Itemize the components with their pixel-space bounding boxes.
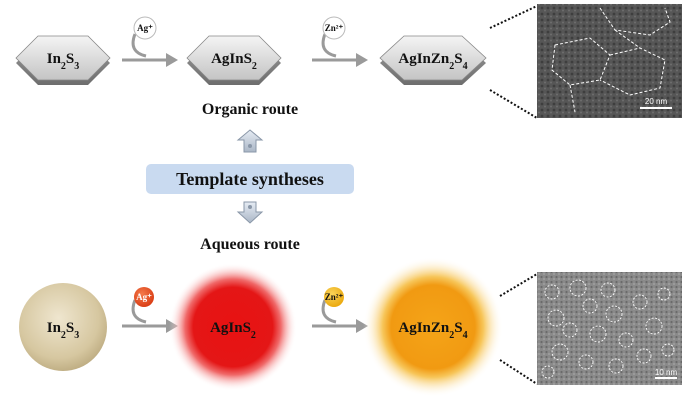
arrow-ag-organic: Ag⁺ <box>122 16 178 67</box>
sphere-agins2-label: AgInS2 <box>210 320 256 341</box>
hexagon-aginzn2s4-label: AgInZn2S4 <box>398 51 467 72</box>
hexagon-aginzn2s4: AgInZn2S4 <box>379 35 487 85</box>
zn-ion-sphere-icon <box>324 287 344 307</box>
organic-route-label: Organic route <box>202 101 298 118</box>
arrow-zn-aqueous: Zn²⁺ <box>312 287 368 333</box>
up-arrow-icon <box>236 129 264 153</box>
down-arrow-icon <box>236 201 264 224</box>
arrow-zn-organic: Zn²⁺ <box>312 16 368 67</box>
sphere-agins2: AgInS2 <box>169 263 297 391</box>
hexagon-agins2-label: AgInS2 <box>211 51 257 72</box>
connector-bottom-1 <box>499 273 538 297</box>
svg-text:Zn²⁺: Zn²⁺ <box>325 23 344 33</box>
sphere-in2s3: In2S3 <box>19 283 107 371</box>
hexagon-in2s3-label: In2S3 <box>47 51 80 72</box>
svg-text:Ag⁺: Ag⁺ <box>137 23 153 33</box>
tem-image-organic: 20 nm <box>537 4 682 118</box>
scale-bar-aqueous: 10 nm <box>655 368 678 377</box>
sphere-aginzn2s4: AgInZn2S4 <box>363 257 503 397</box>
ag-ion-icon <box>133 16 157 40</box>
sphere-aginzn2s4-label: AgInZn2S4 <box>398 320 467 341</box>
scale-bar-organic: 20 nm <box>645 97 668 106</box>
svg-text:Ag⁺: Ag⁺ <box>136 292 152 302</box>
connector-top-2 <box>489 89 538 119</box>
tem-image-aqueous: 10 nm <box>537 272 682 385</box>
connector-top-1 <box>489 5 538 29</box>
zn-ion-icon <box>322 16 346 40</box>
hexagon-agins2: AgInS2 <box>186 35 282 85</box>
sphere-in2s3-label: In2S3 <box>47 320 80 341</box>
aqueous-route-label: Aqueous route <box>200 236 300 253</box>
connector-bottom-2 <box>499 359 538 385</box>
ag-ion-sphere-icon <box>134 287 154 307</box>
template-syntheses-label: Template syntheses <box>146 164 354 194</box>
hexagon-in2s3: In2S3 <box>15 35 111 85</box>
svg-text:Zn²⁺: Zn²⁺ <box>325 292 344 302</box>
